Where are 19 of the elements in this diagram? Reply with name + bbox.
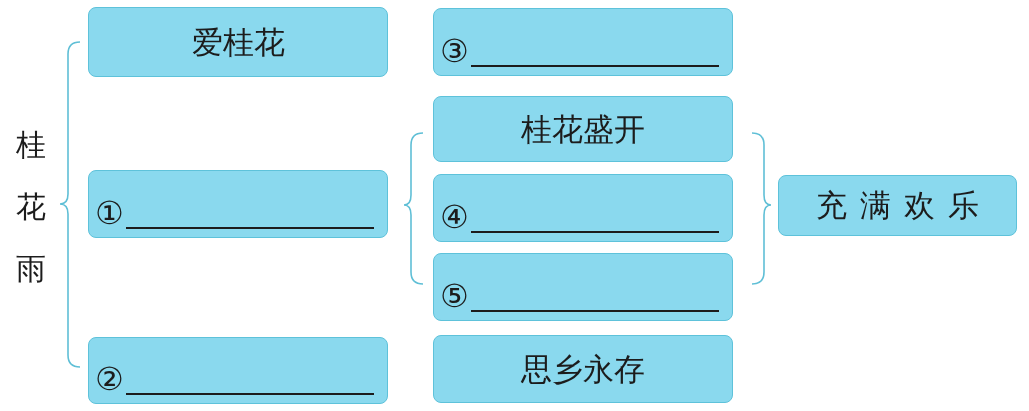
- text-box: [88, 337, 388, 404]
- box-label: 充满欢乐: [816, 190, 992, 221]
- vertical-label: 桂花雨: [16, 126, 46, 288]
- blank-number: ③: [440, 35, 469, 67]
- box-label: 思乡永存: [521, 353, 645, 385]
- text-box: [433, 253, 733, 321]
- blank-number: ②: [95, 363, 124, 395]
- text-box: [433, 8, 733, 76]
- box-label: 桂花盛开: [521, 113, 645, 145]
- text-box: [433, 96, 733, 162]
- text-box: [88, 7, 388, 77]
- blank-number: ④: [440, 201, 469, 233]
- text-box: [433, 174, 733, 242]
- blank-number: ⑤: [440, 280, 469, 312]
- box-label: 爱桂花: [191, 26, 285, 58]
- blank-number: ①: [95, 197, 124, 229]
- text-box: [88, 170, 388, 238]
- text-box: [778, 175, 1017, 236]
- text-box: [433, 335, 733, 403]
